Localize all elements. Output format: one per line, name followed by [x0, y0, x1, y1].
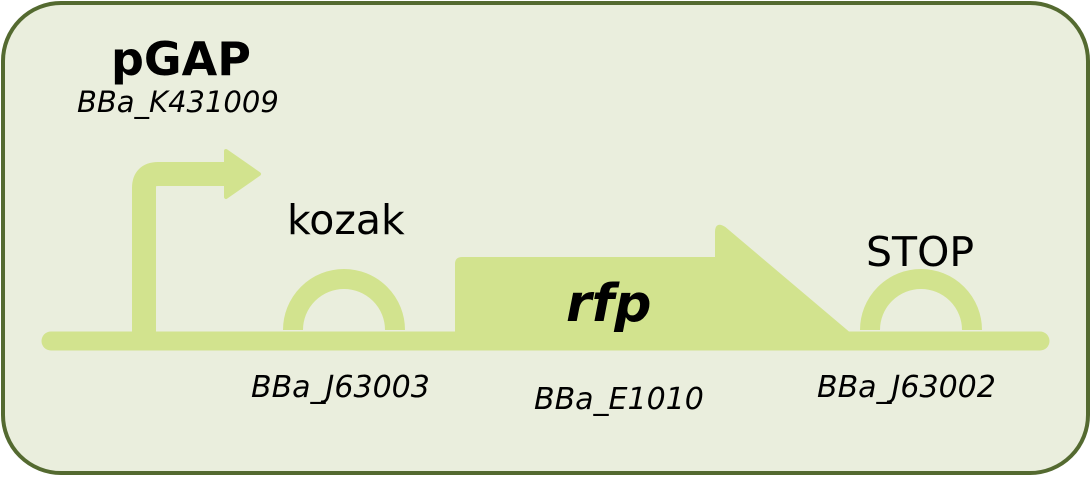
rbs-name: kozak: [287, 196, 405, 244]
cds-name: rfp: [566, 274, 652, 334]
terminator-semicircle-icon: [860, 269, 982, 331]
rbs-semicircle-icon: [283, 269, 405, 331]
cds-arrow-icon: [455, 224, 849, 335]
promoter-arrow-icon: [132, 149, 261, 336]
terminator-name: STOP: [866, 228, 975, 276]
promoter-part-id: BBa_K431009: [77, 85, 279, 119]
rbs-part-id: BBa_J63003: [251, 370, 430, 405]
cds-part-id: BBa_E1010: [534, 382, 704, 417]
terminator-part-id: BBa_J63002: [817, 370, 996, 405]
promoter-name: pGAP: [111, 32, 251, 86]
